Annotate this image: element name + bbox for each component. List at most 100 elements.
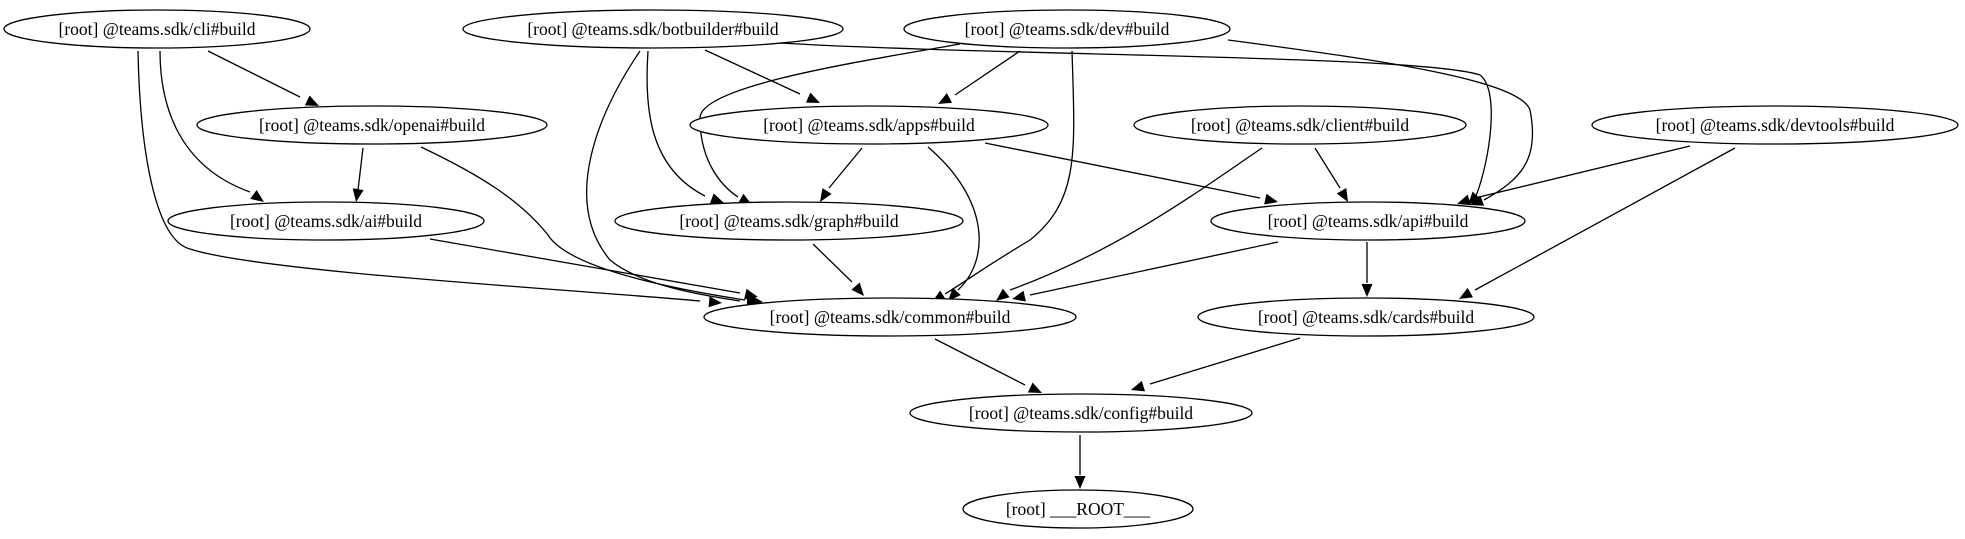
arrowhead-icon [805, 92, 820, 103]
node-cards: [root] @teams.sdk/cards#build [1197, 297, 1535, 337]
arrowhead-icon [1470, 195, 1485, 206]
arrowhead-icon [996, 288, 1010, 301]
node-openai: [root] @teams.sdk/openai#build [196, 105, 548, 145]
node-devtools: [root] @teams.sdk/devtools#build [1591, 105, 1959, 145]
edge-botbuilder-to-apps [704, 49, 820, 103]
edge-line [927, 146, 980, 291]
node-label: [root] @teams.sdk/common#build [770, 307, 1011, 327]
edge-config-to-root [1074, 435, 1086, 489]
node-api: [root] @teams.sdk/api#build [1210, 201, 1526, 241]
edge-apps-to-common [927, 146, 980, 301]
edge-cards-to-config [1131, 337, 1301, 392]
edge-apps-to-api [984, 142, 1278, 205]
edge-cli-to-common [137, 50, 722, 308]
node-label: [root] @teams.sdk/ai#build [230, 211, 422, 231]
node-label: [root] @teams.sdk/config#build [969, 403, 1193, 423]
node-dev: [root] @teams.sdk/dev#build [903, 9, 1231, 49]
edge-line [779, 42, 1492, 197]
node-root: [root] ___ROOT___ [962, 489, 1194, 529]
edges-layer [137, 39, 1736, 489]
edge-line [159, 50, 251, 193]
node-apps: [root] @teams.sdk/apps#build [689, 105, 1049, 145]
edge-botbuilder-to-common [586, 50, 760, 307]
edge-dev-to-apps [938, 50, 1021, 104]
node-ellipse [909, 393, 1253, 433]
edge-line [944, 50, 1075, 295]
node-common: [root] @teams.sdk/common#build [703, 297, 1077, 337]
node-ellipse [3, 9, 311, 49]
node-ai: [root] @teams.sdk/ai#build [167, 201, 485, 241]
edge-botbuilder-to-graph [646, 50, 724, 204]
edge-cli-to-openai [207, 50, 319, 106]
node-ellipse [1591, 105, 1959, 145]
node-graph: [root] @teams.sdk/graph#build [614, 201, 964, 241]
arrowhead-icon [1012, 290, 1026, 302]
node-label: [root] ___ROOT___ [1006, 499, 1151, 519]
node-ellipse [689, 105, 1049, 145]
node-ellipse [1197, 297, 1535, 337]
edge-line [1474, 145, 1691, 199]
edge-line [1149, 337, 1301, 385]
arrowhead-icon [948, 287, 961, 301]
edge-client-to-common [996, 147, 1263, 301]
arrowhead-icon [1336, 187, 1348, 202]
node-label: [root] @teams.sdk/api#build [1268, 211, 1469, 231]
arrowhead-icon [352, 188, 364, 202]
edge-line [1314, 147, 1341, 189]
arrowhead-icon [1074, 476, 1086, 489]
edge-ai-to-common [429, 238, 758, 300]
edge-line [704, 49, 801, 95]
node-label: [root] @teams.sdk/graph#build [679, 211, 899, 231]
arrowhead-icon [938, 93, 953, 104]
arrowhead-icon [708, 296, 722, 308]
edge-graph-to-common [812, 243, 864, 296]
node-cli: [root] @teams.sdk/cli#build [3, 9, 311, 49]
node-ellipse [903, 9, 1231, 49]
node-ellipse [703, 297, 1077, 337]
edge-devtools-to-api [1457, 145, 1691, 206]
arrowhead-icon [851, 282, 864, 296]
edge-line [954, 50, 1021, 96]
node-ellipse [614, 201, 964, 241]
node-label: [root] @teams.sdk/apps#build [763, 115, 975, 135]
edge-line [357, 147, 364, 191]
node-ellipse [167, 201, 485, 241]
node-label: [root] @teams.sdk/botbuilder#build [527, 19, 779, 39]
arrowhead-icon [1361, 284, 1373, 297]
arrowhead-icon [820, 188, 832, 202]
edge-common-to-config [934, 338, 1042, 393]
edge-openai-to-ai [352, 147, 364, 202]
arrowhead-icon [709, 193, 724, 204]
edge-line [137, 50, 701, 302]
edge-line [646, 50, 706, 197]
edge-line [429, 238, 741, 294]
node-ellipse [462, 9, 844, 49]
edge-dev-to-api [1227, 39, 1534, 206]
edge-devtools-to-cards [1459, 147, 1736, 299]
node-ellipse [1210, 201, 1526, 241]
node-label: [root] @teams.sdk/cli#build [59, 19, 256, 39]
node-client: [root] @teams.sdk/client#build [1133, 105, 1467, 145]
node-config: [root] @teams.sdk/config#build [909, 393, 1253, 433]
arrowhead-icon [1457, 194, 1472, 206]
edge-api-to-cards [1361, 242, 1373, 297]
nodes-layer: [root] @teams.sdk/cli#build [root] @teams… [3, 9, 1959, 529]
edge-line [1474, 147, 1736, 291]
edge-line [812, 243, 853, 283]
edge-line [420, 146, 746, 301]
arrowhead-icon [1264, 193, 1278, 205]
edge-line [207, 50, 301, 98]
edge-line [984, 142, 1261, 199]
node-ellipse [962, 489, 1194, 529]
edge-api-to-common [1012, 241, 1279, 302]
arrowhead-icon [1027, 382, 1042, 393]
node-botbuilder: [root] @teams.sdk/botbuilder#build [462, 9, 844, 49]
arrowhead-icon [1468, 191, 1481, 205]
arrowhead-icon [1459, 287, 1474, 299]
node-ellipse [1133, 105, 1467, 145]
edge-line [1029, 241, 1279, 296]
node-ellipse [196, 105, 548, 145]
edge-cli-to-ai [159, 50, 264, 202]
arrowhead-icon [250, 189, 264, 202]
